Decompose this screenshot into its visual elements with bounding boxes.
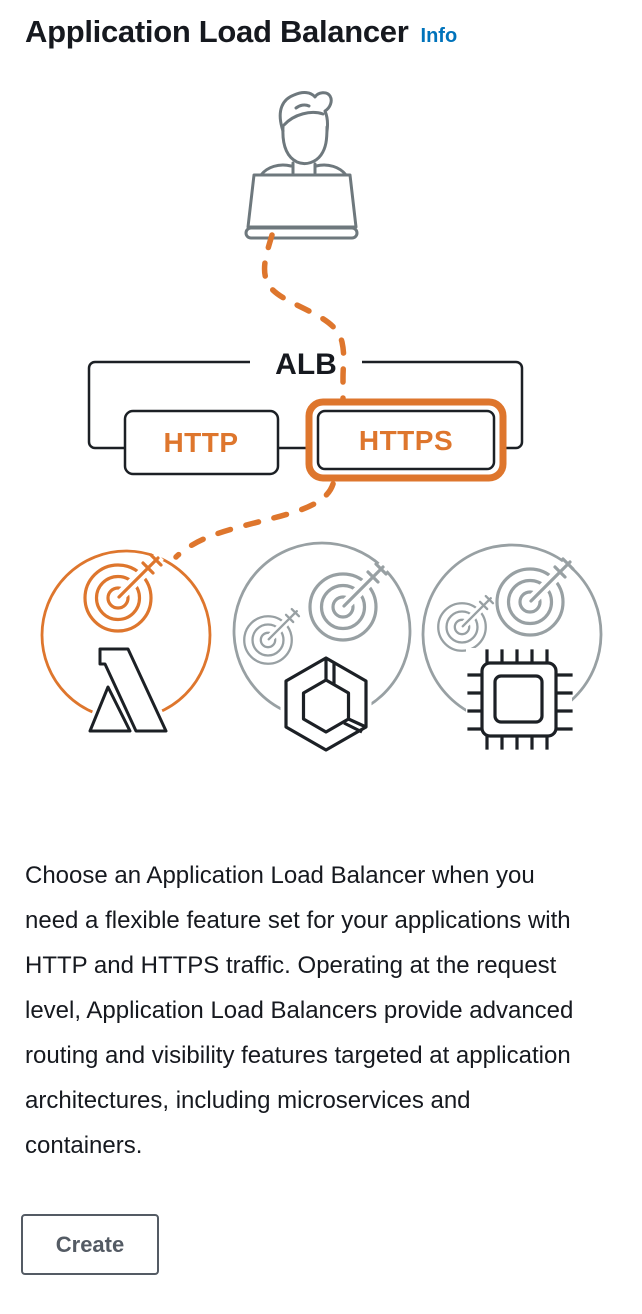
user-hair-fringe [282,110,325,127]
user-face [281,125,329,166]
https-box-border [316,409,496,471]
https-label: HTTPS [359,425,453,456]
target-icon [497,559,573,635]
alb-label: ALB [275,348,337,381]
alb-illustration-svg: ALB HTTP HTTPS [40,91,603,756]
target-icon [310,564,386,640]
alb-illustration: ALB HTTP HTTPS [0,88,642,798]
https-box-selected: HTTPS [305,398,507,482]
laptop-screen [246,173,358,229]
user-hair-part [294,103,311,110]
ec2-chip-icon [466,648,573,752]
traffic-dashed-line [173,232,347,560]
http-label: HTTP [163,427,238,458]
user-shoulder-right [314,163,348,177]
card-header: Application Load Balancer Info [25,14,622,50]
ec2-target-group [421,543,603,752]
lambda-icon [85,644,171,736]
create-button[interactable]: Create [21,1214,159,1275]
target-icon [244,609,299,664]
user-shoulder-left [259,163,293,177]
containers-hexagon-icon [280,652,372,756]
lambda-target-group [40,551,212,736]
description-text: Choose an Application Load Balancer when… [25,862,574,1159]
http-box-border [123,409,280,476]
user-hair [278,91,333,133]
page-title: Application Load Balancer [25,14,409,49]
target-icon [85,555,161,631]
target-icon [438,596,493,651]
http-box: HTTP [123,409,280,476]
user-laptop-icon [244,91,359,240]
laptop-base [244,226,359,240]
info-link[interactable]: Info [420,25,458,47]
containers-target-group [232,541,412,756]
